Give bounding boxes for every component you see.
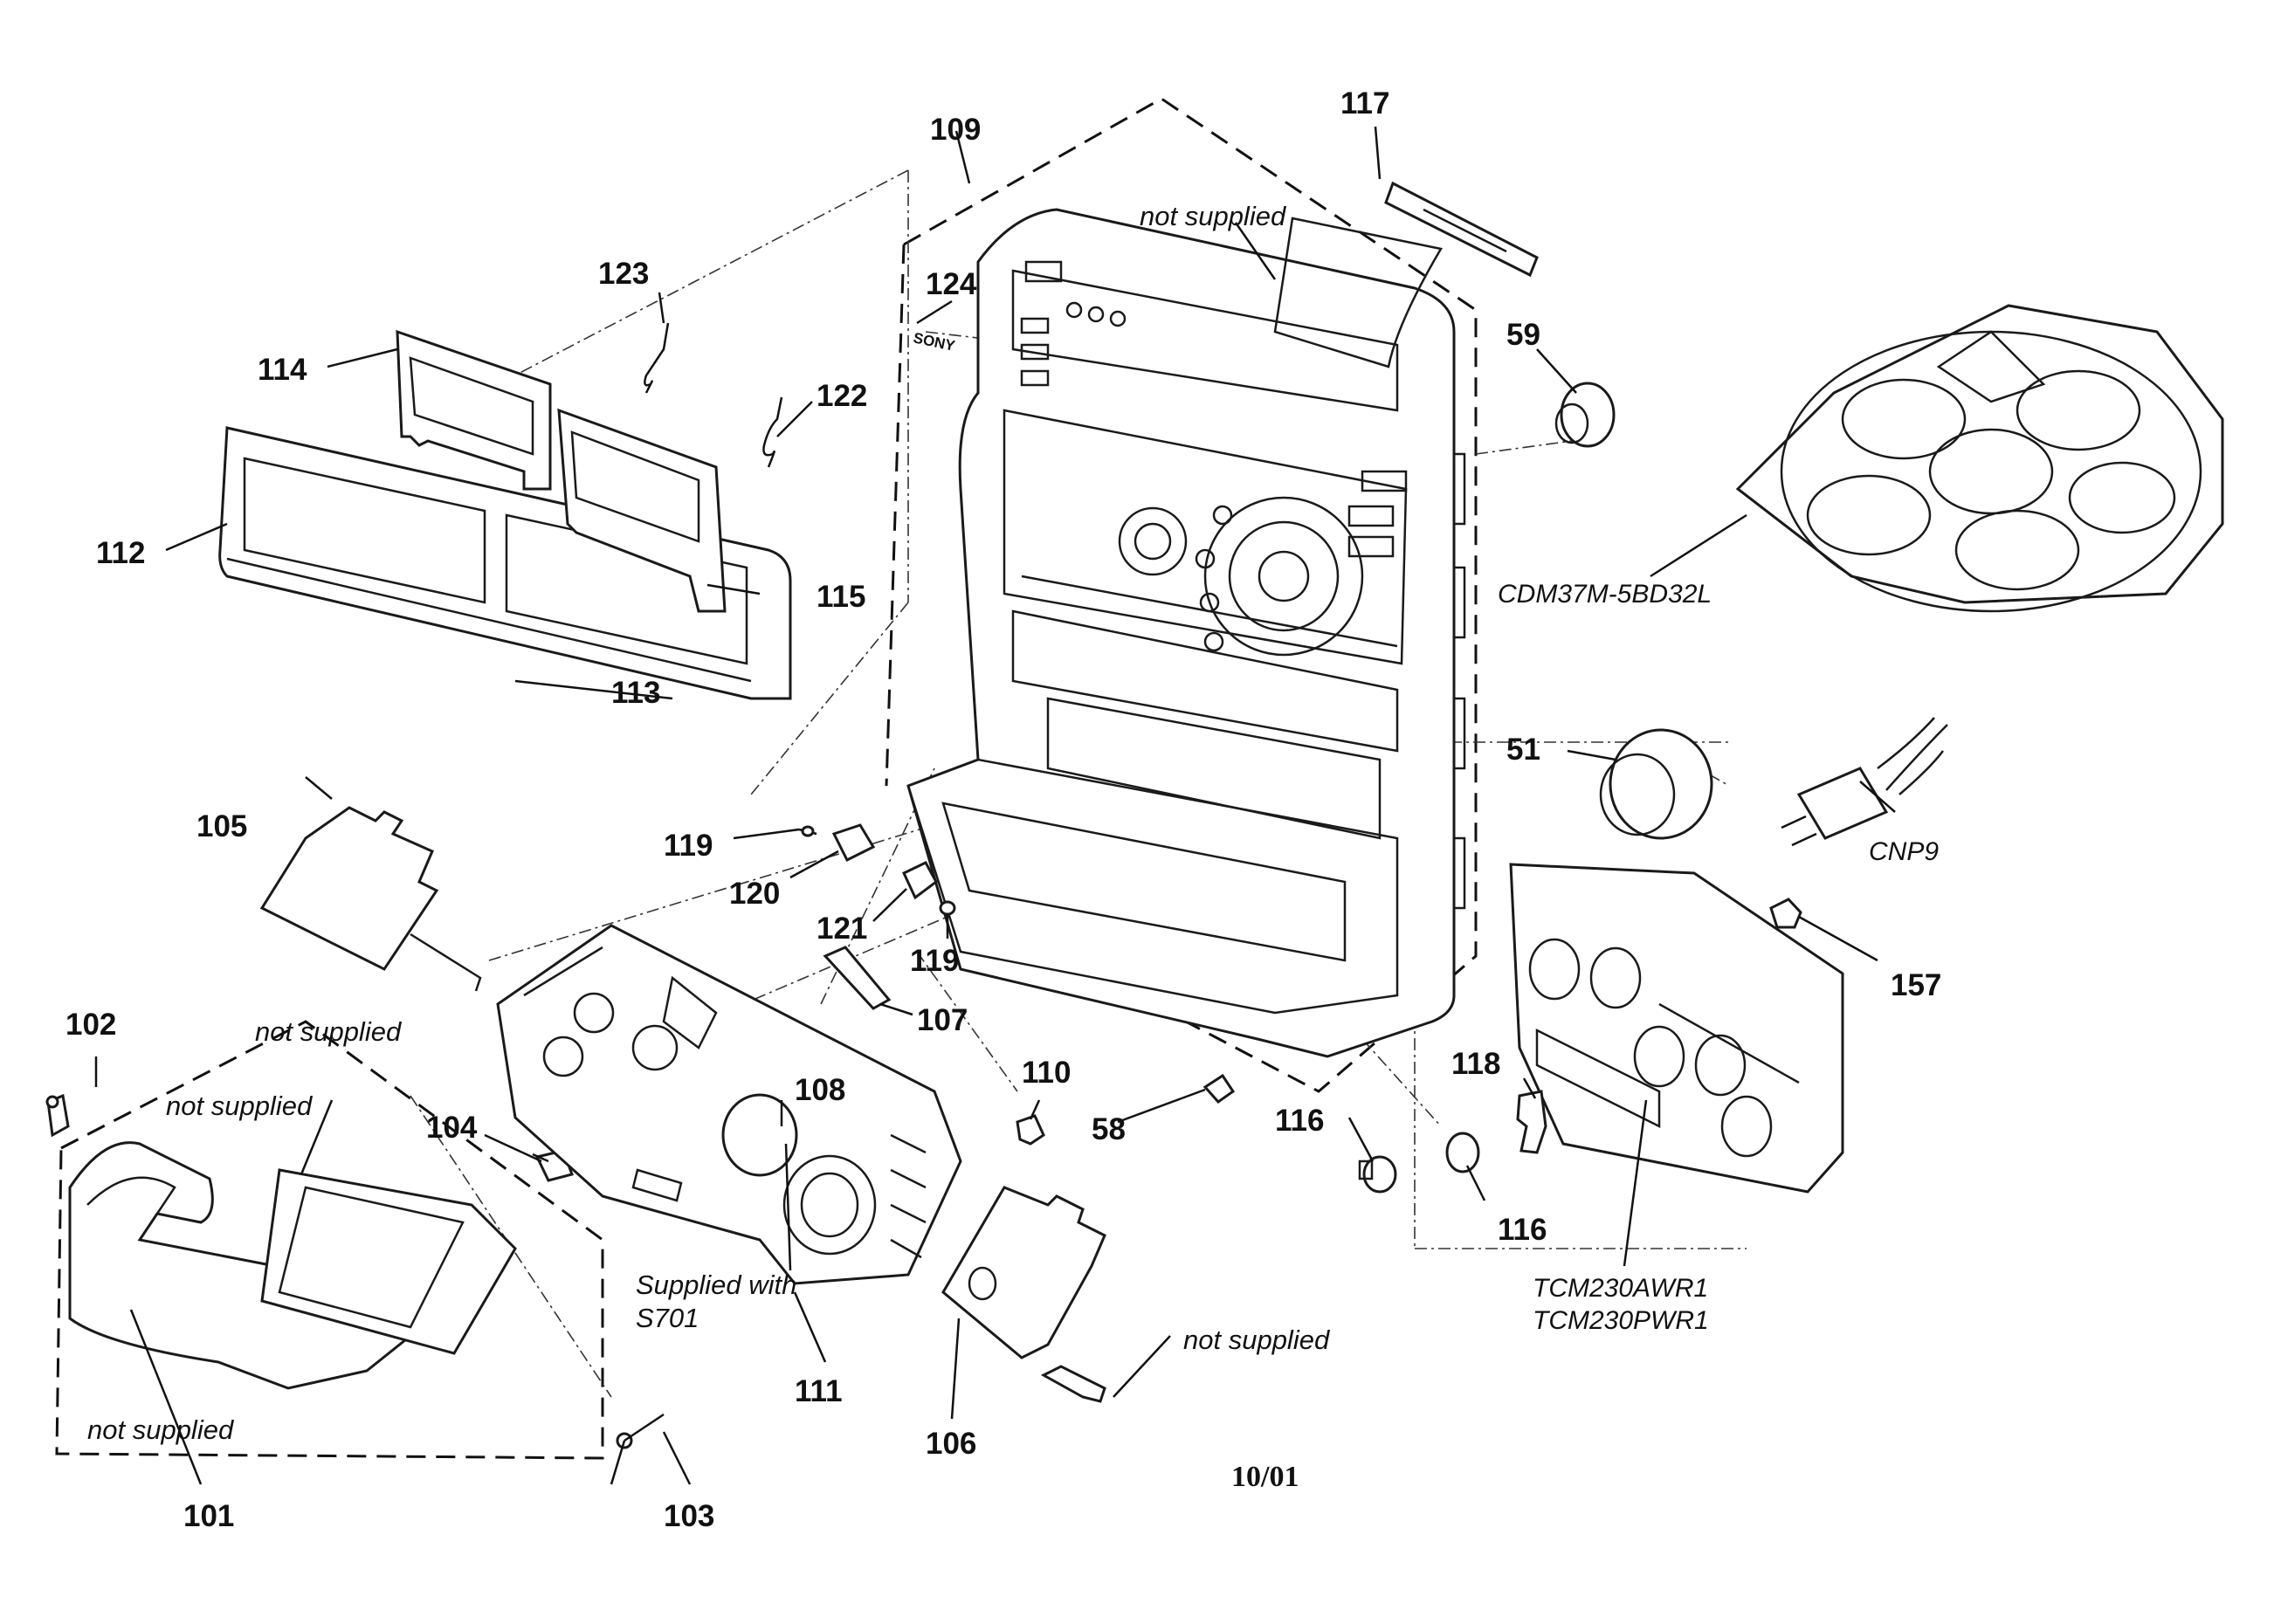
label-105: 105 [196,809,247,843]
notes: not supplied not supplied not supplied n… [87,201,1331,1445]
label-157: 157 [1891,968,1941,1002]
label-111: 111 [795,1374,843,1408]
board-105 [259,806,482,992]
label-107: 107 [917,1003,968,1037]
label-117: 117 [1340,86,1389,120]
spring-119-left [798,825,817,837]
lid-assembly-101 [68,1141,517,1390]
model-names: CDM37M-5BD32L CNP9 TCM230AWR1 TCM230PWR1 [1498,580,1939,1335]
spring-123 [644,322,670,394]
note-supplied-with-line2: S701 [636,1303,699,1333]
label-102: 102 [65,1008,116,1042]
spring-119-right [939,900,956,916]
note-not-supplied-left: not supplied [166,1091,314,1121]
part-58 [1202,1073,1236,1104]
model-tape-line2: TCM230PWR1 [1533,1306,1709,1335]
part-121 [902,861,938,900]
front-panel-109: SONY [906,208,1466,1058]
label-119-left: 119 [664,829,713,863]
knob-51 [1599,728,1713,840]
label-121: 121 [817,912,867,946]
label-106: 106 [926,1427,976,1461]
control-panel-111 [496,924,962,1285]
front-panel-dashed-boundary [903,97,1478,1093]
cassette-bracket-114 [396,329,552,491]
note-not-supplied-mid: not supplied [255,1016,403,1047]
knob-59 [1554,382,1616,448]
knob-116-right [1445,1132,1480,1173]
label-51: 51 [1506,733,1540,767]
label-124: 124 [926,267,977,301]
bracket-102 [45,1093,70,1138]
note-not-supplied-bottom: not supplied [87,1414,235,1445]
bracket-117 [1384,181,1539,278]
brand-logo: SONY [912,329,957,354]
label-112: 112 [96,536,145,570]
label-114: 114 [258,353,307,387]
note-not-supplied-top: not supplied [1140,201,1287,231]
lid-assembly-dashed-boundary [55,1020,604,1460]
power-plug-cnp9 [1781,717,1948,847]
note-not-supplied-right: not supplied [1183,1325,1331,1355]
board-106 [941,1186,1106,1403]
cd-mechanism [1735,304,2224,613]
knob-116-left [1358,1155,1397,1194]
cassette-bracket-115 [557,408,727,613]
label-110: 110 [1022,1056,1071,1090]
label-104: 104 [426,1111,478,1145]
label-109: 109 [930,113,981,147]
tape-mechanism [1509,863,1844,1194]
part-157 [1769,898,1802,929]
model-tape-line1: TCM230AWR1 [1533,1274,1708,1303]
label-118: 118 [1451,1047,1500,1081]
part-110 [1016,1114,1045,1146]
label-58: 58 [1092,1112,1126,1146]
label-116-left: 116 [1275,1104,1324,1138]
leader-lines [94,126,1896,1485]
label-59: 59 [1506,318,1540,352]
part-120 [831,823,876,863]
label-103: 103 [664,1499,714,1533]
spring-103 [610,1413,665,1485]
label-122: 122 [817,379,867,413]
bracket-118 [1516,1090,1547,1154]
label-119-right: 119 [910,944,959,978]
date-code: 10/01 [1231,1461,1299,1493]
spring-122 [762,396,783,468]
model-cd-mechanism: CDM37M-5BD32L [1498,580,1712,609]
part-number-labels: 109 117 123 124 114 122 59 112 115 113 5… [65,86,1941,1533]
model-plug: CNP9 [1869,837,1939,866]
cassette-door-112 [218,426,792,700]
label-116-right: 116 [1498,1213,1547,1247]
label-113: 113 [611,676,660,710]
label-123: 123 [598,257,649,291]
note-supplied-with-line1: Supplied with [636,1270,796,1300]
label-108: 108 [795,1073,845,1107]
label-120: 120 [729,877,780,911]
label-115: 115 [817,580,865,614]
part-107 [823,946,892,1010]
label-101: 101 [183,1499,234,1533]
